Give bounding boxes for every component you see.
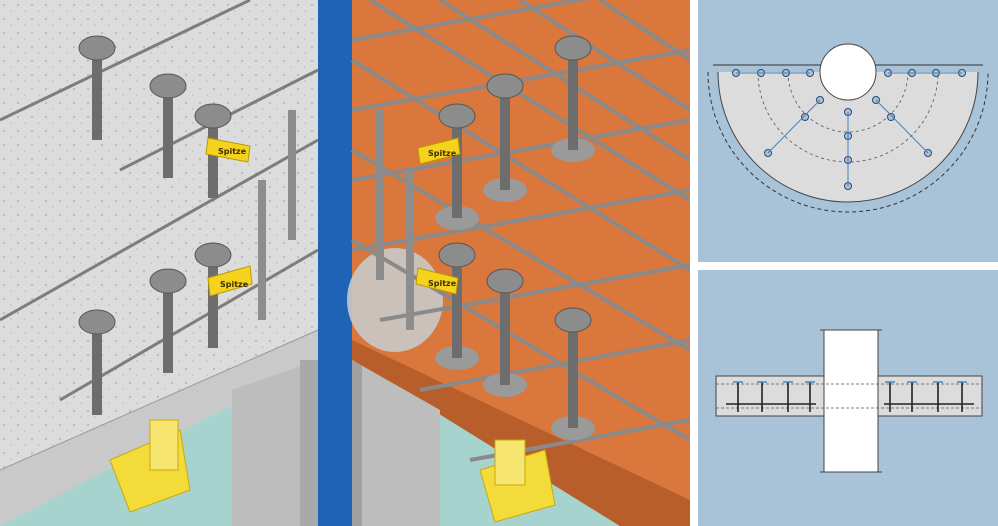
section-view-detail <box>698 270 998 526</box>
stud-anchors-left <box>78 35 296 415</box>
tag-spitze-2: Spitze <box>207 265 253 297</box>
formwork-right <box>347 0 690 526</box>
tag-spitze-1: Spitze <box>205 137 251 163</box>
tag-label: Spitze <box>218 147 247 156</box>
tag-label: Spitze <box>428 149 457 158</box>
divider-bar <box>318 0 352 526</box>
tag-spitze-3: Spitze <box>417 137 461 165</box>
stud-anchors-right <box>376 35 595 440</box>
plan-view-detail <box>698 0 998 262</box>
tag-label: Spitze <box>220 280 249 289</box>
shoring-supports <box>109 419 556 523</box>
tag-spitze-4: Spitze <box>415 267 459 295</box>
tag-label: Spitze <box>428 279 457 288</box>
isometric-slab-illustration: Spitze Spitze Spitze Spitze <box>0 0 690 526</box>
